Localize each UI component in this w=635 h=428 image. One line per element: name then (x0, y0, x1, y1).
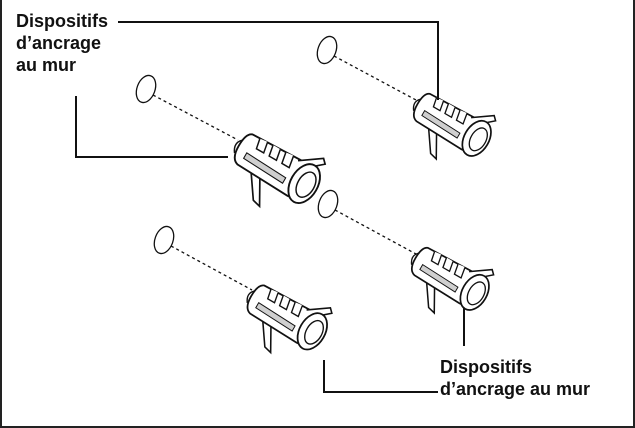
drill-hole (316, 35, 338, 65)
label-wall-anchors-top: Dispositifs d’ancrage au mur (16, 10, 108, 76)
drill-hole (135, 74, 157, 104)
label-line: d’ancrage (16, 33, 102, 53)
drill-hole (153, 225, 175, 255)
insertion-path (333, 55, 417, 101)
wall-anchor (214, 116, 333, 228)
leader-line (323, 360, 438, 393)
label-line: d’ancrage au mur (440, 379, 591, 399)
wall-anchor (395, 77, 503, 179)
label-line: Dispositifs (440, 357, 533, 377)
wall-anchor (393, 231, 501, 333)
label-line: au mur (16, 55, 77, 75)
leader-line (75, 96, 228, 158)
insertion-path (152, 94, 239, 141)
label-wall-anchors-bottom: Dispositifs d’ancrage au mur (440, 356, 590, 400)
wall-anchor (228, 268, 339, 373)
drill-hole (317, 189, 339, 219)
leader-line (118, 21, 439, 100)
insertion-path (170, 245, 253, 291)
insertion-path (334, 209, 417, 255)
label-line: Dispositifs (16, 11, 109, 31)
